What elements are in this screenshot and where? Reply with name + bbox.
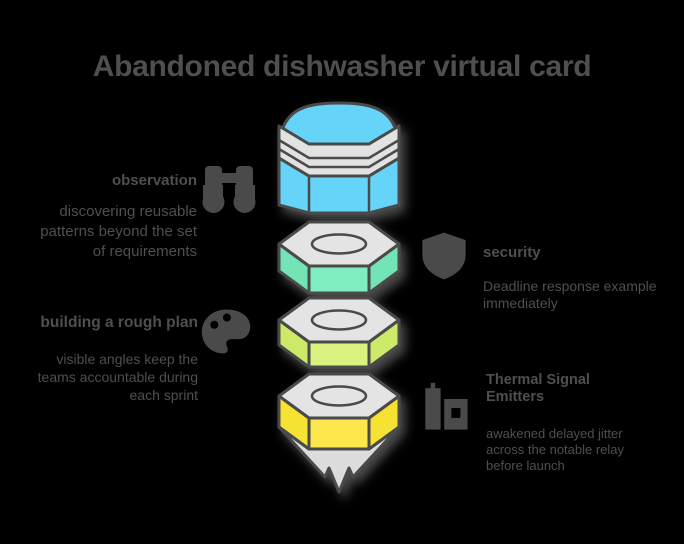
page-title: Abandoned dishwasher virtual card: [92, 50, 592, 83]
binoculars-icon: [202, 166, 256, 213]
pencil-tip: [277, 425, 401, 494]
item-plan-line: visible angles keep the: [56, 351, 198, 367]
item-security-line: immediately: [483, 295, 558, 311]
item-thermal-line: awakened delayed jitter: [486, 426, 623, 441]
item-thermal: Thermal Signal Emitters awakened delayed…: [486, 372, 681, 474]
item-thermal-line: across the notable relay: [486, 442, 625, 457]
item-security-line: Deadline response example: [483, 278, 657, 294]
item-thermal-line: before launch: [486, 458, 565, 473]
item-observation-line: patterns beyond the set: [40, 223, 197, 240]
pencil-segment-mint: [277, 220, 401, 295]
item-observation-line: discovering reusable: [59, 203, 197, 220]
item-plan: building a rough plan visible angles kee…: [8, 314, 198, 404]
item-security-heading: security: [483, 244, 541, 261]
item-observation: observation discovering reusable pattern…: [17, 172, 197, 262]
eraser-cap: [277, 101, 401, 215]
item-thermal-heading-line: Emitters: [486, 389, 545, 405]
item-plan-line: each sprint: [129, 387, 198, 403]
item-observation-label: observation: [111, 172, 197, 189]
item-observation-line: of requirements: [92, 243, 197, 260]
item-thermal-heading-line: Thermal Signal: [486, 372, 590, 388]
item-security: security Deadline response example immed…: [483, 244, 684, 312]
buildings-icon: [425, 382, 468, 430]
ferrule: [277, 124, 401, 178]
pencil-segment-lime: [277, 296, 401, 369]
palette-icon: [201, 309, 251, 354]
item-plan-heading: building a rough plan: [40, 314, 198, 331]
pencil-segment-yellow: [277, 372, 401, 451]
shield-icon: [422, 232, 466, 280]
item-plan-line: teams accountable during: [37, 369, 198, 385]
